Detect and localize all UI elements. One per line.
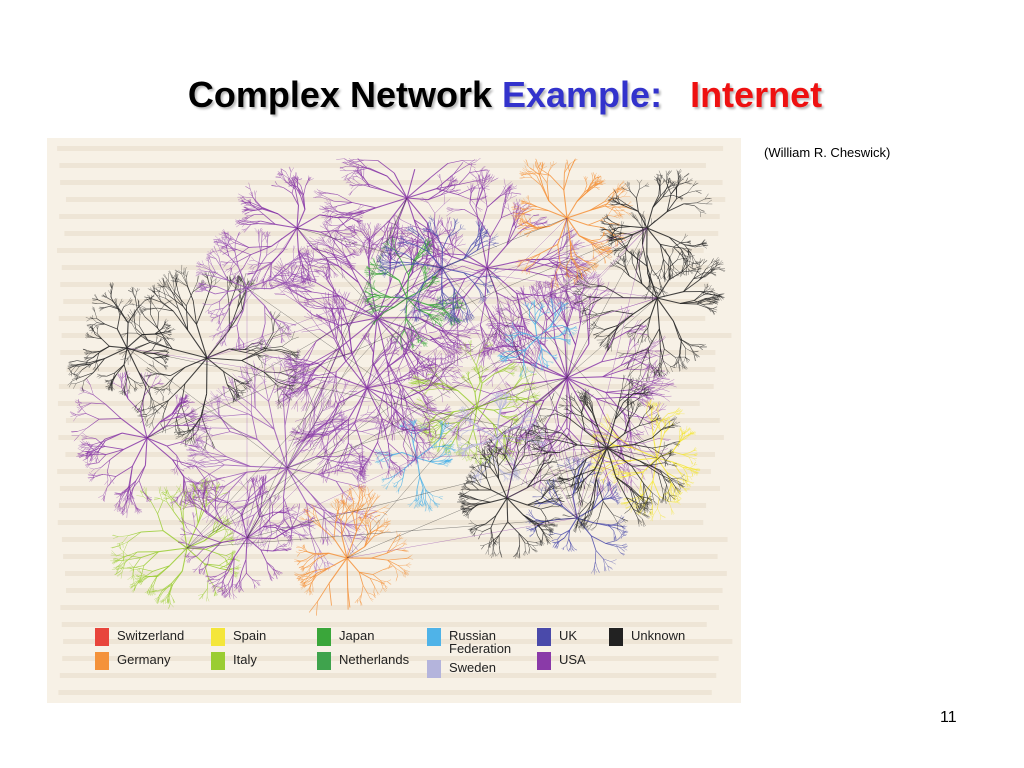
network-graph [57, 146, 733, 695]
legend-item-switzerland: Switzerland [95, 628, 184, 646]
legend-item-sweden: Sweden [427, 660, 496, 678]
legend-label-netherlands: Netherlands [339, 652, 410, 667]
title-colon: : [650, 74, 663, 115]
germany-swatch-icon [95, 652, 109, 670]
legend-label-uk: UK [559, 628, 578, 643]
network-branches [67, 157, 726, 616]
legend-label-japan: Japan [339, 628, 375, 643]
page-number: 11 [940, 709, 957, 726]
title-text-example: Example [501, 74, 651, 115]
japan-swatch-icon [317, 628, 331, 646]
legend-item-spain: Spain [211, 628, 266, 646]
legend-label-russian-federation: Russian Federation [449, 628, 512, 656]
title-text-internet: Internet [690, 74, 823, 115]
legend-label-germany: Germany [117, 652, 171, 667]
title-text-complex-network: Complex Network [187, 74, 502, 115]
legend-item-russian-federation: Russian Federation [427, 628, 511, 655]
legend-item-usa: USA [537, 652, 586, 670]
legend-item-italy: Italy [211, 652, 257, 670]
uk-swatch-icon [537, 628, 551, 646]
slide-title: Complex Network Example: Internet [0, 74, 1010, 116]
legend-label-unknown: Unknown [631, 628, 686, 643]
legend-label-spain: Spain [233, 628, 267, 643]
switzerland-swatch-icon [95, 628, 109, 646]
legend-label-switzerland: Switzerland [117, 628, 185, 643]
legend-label-italy: Italy [233, 652, 257, 667]
usa-swatch-icon [537, 652, 551, 670]
legend-item-japan: Japan [317, 628, 374, 646]
italy-swatch-icon [211, 652, 225, 670]
sweden-swatch-icon [427, 660, 441, 678]
legend-label-sweden: Sweden [449, 660, 496, 675]
legend-item-netherlands: Netherlands [317, 652, 409, 670]
unknown-swatch-icon [609, 628, 623, 646]
legend-item-uk: UK [537, 628, 577, 646]
legend-label-usa: USA [559, 652, 586, 667]
spain-swatch-icon [211, 628, 225, 646]
netherlands-swatch-icon [317, 652, 331, 670]
legend-item-unknown: Unknown [609, 628, 685, 646]
figure-credit: (William R. Cheswick) [764, 145, 891, 160]
legend-item-germany: Germany [95, 652, 170, 670]
russian-federation-swatch-icon [427, 628, 441, 646]
